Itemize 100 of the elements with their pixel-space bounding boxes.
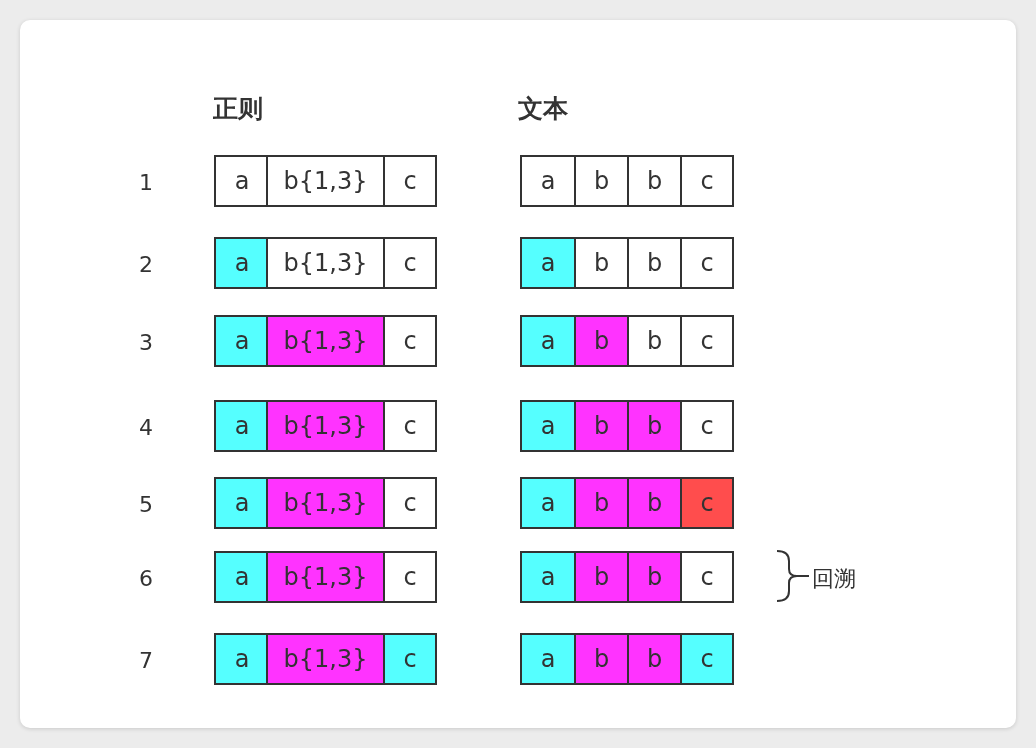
cell-text: a: [234, 167, 250, 195]
cell-text: b: [593, 327, 610, 355]
cell-text: c: [403, 489, 417, 517]
table-cell: [266, 315, 385, 367]
row-number: 5: [138, 492, 154, 517]
table-cell: [266, 400, 385, 452]
table-cell: [627, 155, 682, 207]
cell-text: b{1,3}: [283, 167, 368, 195]
cell-text: b: [646, 645, 663, 673]
cell-text: b{1,3}: [283, 249, 368, 277]
table-cell: [520, 633, 576, 685]
table-cell: [574, 237, 629, 289]
table-cell: [383, 237, 437, 289]
table-cell: [627, 400, 682, 452]
table-cell: [383, 477, 437, 529]
table-cell: [680, 237, 734, 289]
cell-text: c: [700, 327, 714, 355]
table-cell: [680, 551, 734, 603]
cell-text: b: [593, 645, 610, 673]
cell-text: c: [700, 563, 714, 591]
cell-text: b{1,3}: [283, 412, 368, 440]
cell-text: b: [646, 327, 663, 355]
table-cell: [680, 315, 734, 367]
cell-text: b: [593, 563, 610, 591]
cell-text: b{1,3}: [283, 327, 368, 355]
table-cell: [520, 237, 576, 289]
table-cell: [627, 315, 682, 367]
cell-text: c: [403, 645, 417, 673]
cell-text: b{1,3}: [283, 489, 368, 517]
cell-text: a: [234, 249, 250, 277]
table-cell: [383, 400, 437, 452]
table-cell: [680, 400, 734, 452]
cell-text: c: [403, 412, 417, 440]
cell-text: c: [403, 167, 417, 195]
row-number: 7: [138, 648, 154, 673]
table-cell: [520, 551, 576, 603]
cell-text: b: [646, 563, 663, 591]
row-number: 3: [138, 330, 154, 355]
table-cell: [627, 551, 682, 603]
column-heading: 正则: [213, 93, 263, 125]
cell-text: b: [646, 249, 663, 277]
cell-text: c: [700, 489, 714, 517]
cell-text: c: [700, 167, 714, 195]
cell-text: c: [403, 563, 417, 591]
cell-text: b: [646, 412, 663, 440]
cell-text: b: [646, 167, 663, 195]
table-cell: [574, 315, 629, 367]
cell-text: b: [593, 489, 610, 517]
cell-text: c: [403, 327, 417, 355]
cell-text: b: [593, 249, 610, 277]
annotation-text: 回溯: [812, 565, 856, 593]
table-cell: [383, 315, 437, 367]
cell-text: b: [593, 412, 610, 440]
table-cell: [383, 633, 437, 685]
cell-text: c: [700, 645, 714, 673]
cell-text: a: [540, 645, 556, 673]
cell-text: b: [593, 167, 610, 195]
table-cell: [680, 633, 734, 685]
column-heading: 文本: [518, 93, 568, 125]
cell-text: a: [234, 645, 250, 673]
cell-text: a: [540, 563, 556, 591]
row-number: 1: [138, 170, 154, 195]
cell-text: a: [234, 563, 250, 591]
cell-text: a: [234, 327, 250, 355]
table-cell: [383, 551, 437, 603]
cell-text: c: [700, 249, 714, 277]
cell-text: b{1,3}: [283, 645, 368, 673]
table-cell: [574, 155, 629, 207]
table-cell: [627, 237, 682, 289]
table-cell: [574, 400, 629, 452]
table-cell: [680, 477, 734, 529]
table-cell: [520, 155, 576, 207]
cell-text: b{1,3}: [283, 563, 368, 591]
table-cell: [680, 155, 734, 207]
table-cell: [383, 155, 437, 207]
cell-text: a: [234, 489, 250, 517]
table-cell: [574, 551, 629, 603]
table-cell: [520, 315, 576, 367]
table-cell: [520, 400, 576, 452]
table-cell: [627, 633, 682, 685]
table-cell: [266, 237, 385, 289]
table-cell: [266, 551, 385, 603]
cell-text: a: [540, 249, 556, 277]
table-cell: [266, 155, 385, 207]
row-number: 6: [138, 566, 154, 591]
cell-text: c: [700, 412, 714, 440]
table-cell: [574, 633, 629, 685]
cell-text: b: [646, 489, 663, 517]
table-cell: [266, 477, 385, 529]
table-cell: [627, 477, 682, 529]
table-cell: [520, 477, 576, 529]
cell-text: c: [403, 249, 417, 277]
row-number: 2: [138, 252, 154, 277]
table-cell: [574, 477, 629, 529]
cell-text: a: [540, 327, 556, 355]
cell-text: a: [540, 489, 556, 517]
cell-text: a: [540, 167, 556, 195]
table-cell: [266, 633, 385, 685]
cell-text: a: [234, 412, 250, 440]
cell-text: a: [540, 412, 556, 440]
